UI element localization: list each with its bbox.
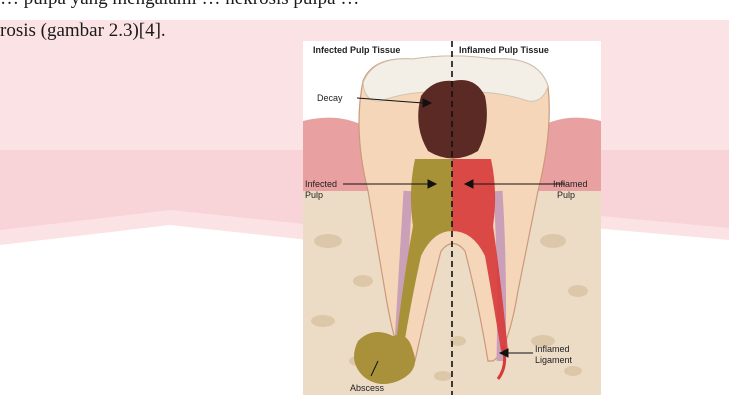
tooth-figure: Infected Pulp Tissue Inflamed Pulp Tissu…: [303, 41, 601, 395]
label-inflamed-pulp-line2: Pulp: [557, 190, 575, 200]
header-left: Infected Pulp Tissue: [313, 45, 400, 55]
label-inflamed-ligament-line1: Inflamed: [535, 344, 570, 354]
header-right: Inflamed Pulp Tissue: [459, 45, 549, 55]
label-inflamed-ligament-line2: Ligament: [535, 355, 573, 365]
cut-off-text-line: … pulpa yang mengalami … nekrosis pulpa …: [0, 0, 359, 8]
label-abscess: Abscess: [350, 383, 385, 393]
tooth-illustration: Infected Pulp Tissue Inflamed Pulp Tissu…: [303, 41, 601, 395]
label-decay: Decay: [317, 93, 343, 103]
label-infected-pulp-line1: Infected: [305, 179, 337, 189]
caption-text-line: rosis (gambar 2.3)[4].: [0, 20, 166, 42]
label-inflamed-pulp-line1: Inflamed: [553, 179, 588, 189]
label-infected-pulp-line2: Pulp: [305, 190, 323, 200]
